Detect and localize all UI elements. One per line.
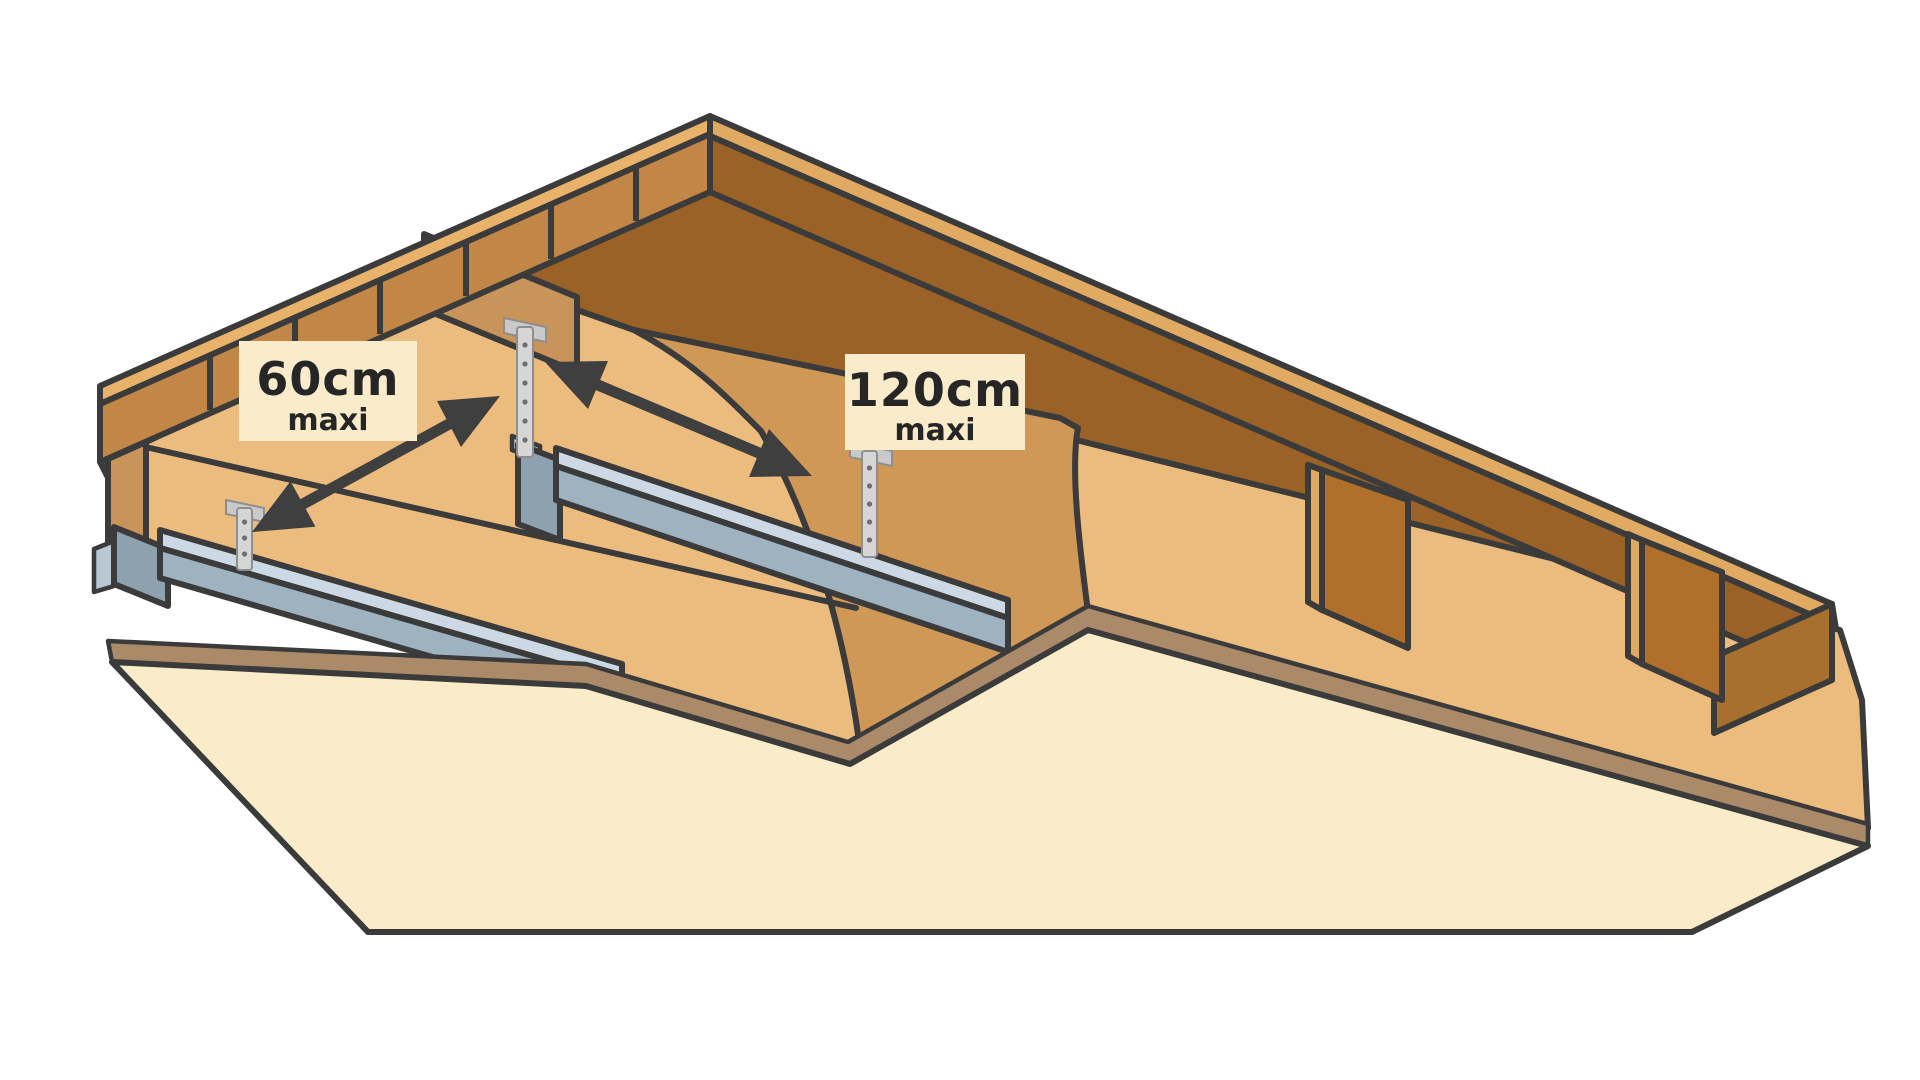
cross-blocking-2	[1625, 531, 1725, 703]
label-60cm-qualifier: maxi	[287, 403, 368, 438]
spacing-arrow-120	[545, 361, 812, 477]
spacing-arrow-60	[252, 396, 500, 532]
label-120cm-value: 120cm	[847, 363, 1023, 417]
plasterboard-panel	[105, 603, 1871, 935]
suspension-hanger-middle	[503, 316, 547, 458]
label-60cm: 60cm maxi	[239, 341, 417, 441]
deck-right-end-face	[1711, 601, 1835, 736]
cross-blocking-1	[1305, 462, 1411, 651]
front-joist-top-edge	[147, 445, 859, 611]
label-120cm: 120cm maxi	[845, 354, 1025, 450]
plasterboard-face	[109, 627, 1871, 935]
label-120cm-qualifier: maxi	[894, 413, 975, 448]
label-60cm-value: 60cm	[256, 352, 399, 406]
